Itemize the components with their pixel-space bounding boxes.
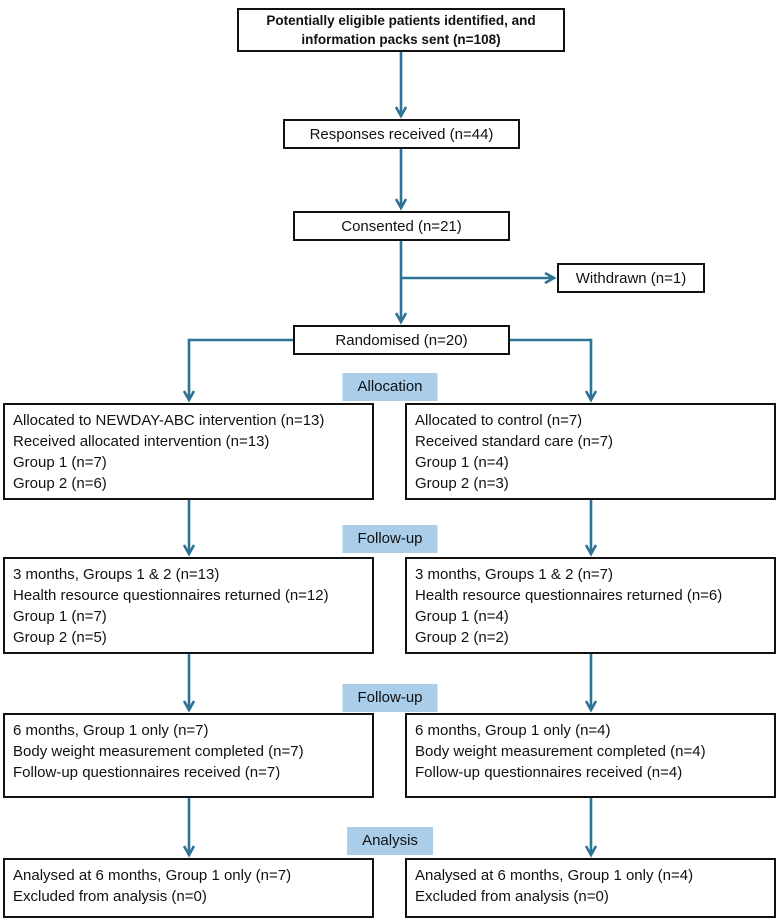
text-line: Excluded from analysis (n=0) [415,888,609,905]
text-line: Body weight measurement completed (n=7) [13,743,304,760]
text-line: Follow-up questionnaires received (n=7) [13,764,281,781]
text-line: Excluded from analysis (n=0) [13,888,207,905]
box-intervention-followup-3m: 3 months, Groups 1 & 2 (n=13) Health res… [3,557,374,654]
text-line: Group 1 (n=4) [415,608,509,625]
box-control-followup-3m: 3 months, Groups 1 & 2 (n=7) Health reso… [405,557,776,654]
text-line: Health resource questionnaires returned … [13,587,329,604]
box-intervention-followup-6m: 6 months, Group 1 only (n=7) Body weight… [3,713,374,798]
text-line: 3 months, Groups 1 & 2 (n=7) [415,566,614,583]
text-line: Received standard care (n=7) [415,433,614,450]
text-line: 6 months, Group 1 only (n=7) [13,722,209,739]
box-control-analysis: Analysed at 6 months, Group 1 only (n=4)… [405,858,776,918]
text-line: 3 months, Groups 1 & 2 (n=13) [13,566,220,583]
text-line: Group 1 (n=7) [13,454,107,471]
text-line: 6 months, Group 1 only (n=4) [415,722,611,739]
text-line: Health resource questionnaires returned … [415,587,723,604]
box-consented: Consented (n=21) [293,211,510,241]
stage-label-followup-6m: Follow-up [342,684,438,712]
text-line: Group 2 (n=2) [415,629,509,646]
text-line: Group 2 (n=6) [13,475,107,492]
box-intervention-allocation: Allocated to NEWDAY-ABC intervention (n=… [3,403,374,500]
text-line: Analysed at 6 months, Group 1 only (n=4) [415,867,694,884]
box-responses-received: Responses received (n=44) [283,119,520,149]
stage-label-followup-3m: Follow-up [342,525,438,553]
box-control-allocation: Allocated to control (n=7) Received stan… [405,403,776,500]
box-control-followup-6m: 6 months, Group 1 only (n=4) Body weight… [405,713,776,798]
text-line: Group 2 (n=3) [415,475,509,492]
text-line: Analysed at 6 months, Group 1 only (n=7) [13,867,292,884]
arrow-randomised-to-intervention [189,338,293,400]
text-line: Group 2 (n=5) [13,629,107,646]
box-withdrawn: Withdrawn (n=1) [557,263,705,293]
text-line: Allocated to control (n=7) [415,412,583,429]
text-line: Follow-up questionnaires received (n=4) [415,764,683,781]
box-randomised: Randomised (n=20) [293,325,510,355]
stage-label-allocation: Allocation [342,373,438,401]
box-intervention-analysis: Analysed at 6 months, Group 1 only (n=7)… [3,858,374,918]
text-line: Body weight measurement completed (n=4) [415,743,706,760]
arrow-randomised-to-control [510,338,591,400]
box-eligible-patients: Potentially eligible patients identified… [237,8,565,52]
text-line: Group 1 (n=4) [415,454,509,471]
text-line: Received allocated intervention (n=13) [13,433,270,450]
stage-label-analysis: Analysis [347,827,433,855]
text-line: Allocated to NEWDAY-ABC intervention (n=… [13,412,325,429]
text-line: Group 1 (n=7) [13,608,107,625]
